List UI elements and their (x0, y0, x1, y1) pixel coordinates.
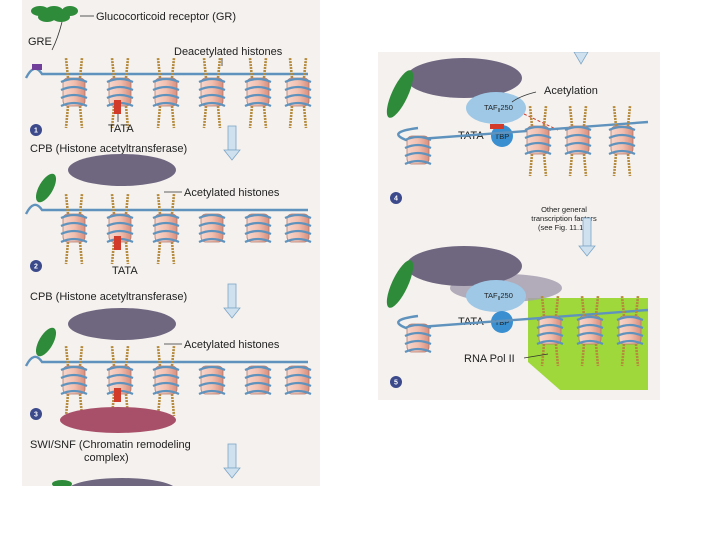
flow-arrow-3 (223, 443, 241, 479)
chromatin-row-5 (397, 294, 649, 368)
tata-label-2: TATA (112, 265, 138, 277)
tbp-label-5: TBP (495, 318, 510, 327)
svg-text:4: 4 (394, 196, 398, 203)
cpb-label-2: CPB (Histone acetyltransferase) (30, 291, 187, 303)
swisnf-label-line2: complex) (84, 452, 129, 464)
flow-arrow-in (573, 52, 589, 65)
acetylated-label-1: Acetylated histones (184, 187, 280, 199)
step-5-badge: 5 (390, 376, 402, 388)
gr-receptor-icon (31, 6, 78, 22)
svg-text:1: 1 (34, 128, 38, 135)
taf250-5 (466, 280, 526, 312)
gr-bound-2 (35, 173, 57, 203)
gr-bound-5 (386, 260, 414, 308)
acetylated-label-2: Acetylated histones (184, 339, 280, 351)
gr-bound-3 (35, 327, 57, 357)
cpb-label-1: CPB (Histone acetyltransferase) (30, 143, 187, 155)
chromatin-row-1 (24, 56, 313, 130)
chromatin-row-2 (24, 192, 313, 266)
cpb-complex-1 (68, 154, 176, 186)
chromatin-row-3 (24, 344, 313, 418)
cpb-complex-3-partial (71, 478, 173, 486)
other-gtf-line1: Other general (541, 205, 587, 214)
taf-label-4: TAFII250 (484, 103, 513, 114)
taf-label-5: TAFII250 (484, 291, 513, 302)
tbp-label-4: TBP (495, 132, 510, 141)
other-gtf-line3: (see Fig. 11.18) (538, 223, 590, 232)
svg-text:5: 5 (394, 380, 398, 387)
taf250-4 (466, 92, 526, 124)
step-2-badge: 2 (30, 260, 42, 272)
svg-text:3: 3 (34, 412, 38, 419)
acetylation-label: Acetylation (544, 85, 598, 97)
flow-arrow-1 (223, 125, 241, 161)
left-diagram-svg: Glucocorticoid receptor (GR) GRE Deacety… (24, 6, 313, 486)
swisnf-complex (60, 407, 176, 433)
right-diagram-svg: TAFII250 TBP TATA Acetylation 4 Other ge… (386, 52, 649, 390)
flow-arrow-2 (223, 283, 241, 319)
flow-arrow-4 (578, 217, 596, 257)
cpb-complex-4 (406, 58, 522, 98)
gre-site (32, 64, 42, 70)
deacetylated-label: Deacetylated histones (174, 46, 283, 58)
cpb-complex-5 (406, 246, 522, 286)
other-gtf-line2: transcription factors (531, 214, 597, 223)
step-3-badge: 3 (30, 408, 42, 420)
tata-box-1 (114, 100, 121, 114)
right-panel: TAFII250 TBP TATA Acetylation 4 Other ge… (378, 52, 660, 400)
tata-label-1: TATA (108, 123, 134, 135)
left-panel: Glucocorticoid receptor (GR) GRE Deacety… (22, 0, 320, 486)
gre-label: GRE (28, 36, 52, 48)
tata-box-2 (114, 236, 121, 250)
chromatin-row-4 (397, 104, 649, 178)
rnapol-label: RNA Pol II (464, 353, 515, 365)
svg-text:2: 2 (34, 264, 38, 271)
step-1-badge: 1 (30, 124, 42, 136)
swisnf-label-line1: SWI/SNF (Chromatin remodeling (30, 439, 191, 451)
tbp-4 (491, 125, 513, 147)
gr-label: Glucocorticoid receptor (GR) (96, 11, 236, 23)
tata-box-3 (114, 388, 121, 402)
cpb-complex-2 (68, 308, 176, 340)
step-4-badge: 4 (390, 192, 402, 204)
gr-bound-4 (386, 70, 414, 118)
